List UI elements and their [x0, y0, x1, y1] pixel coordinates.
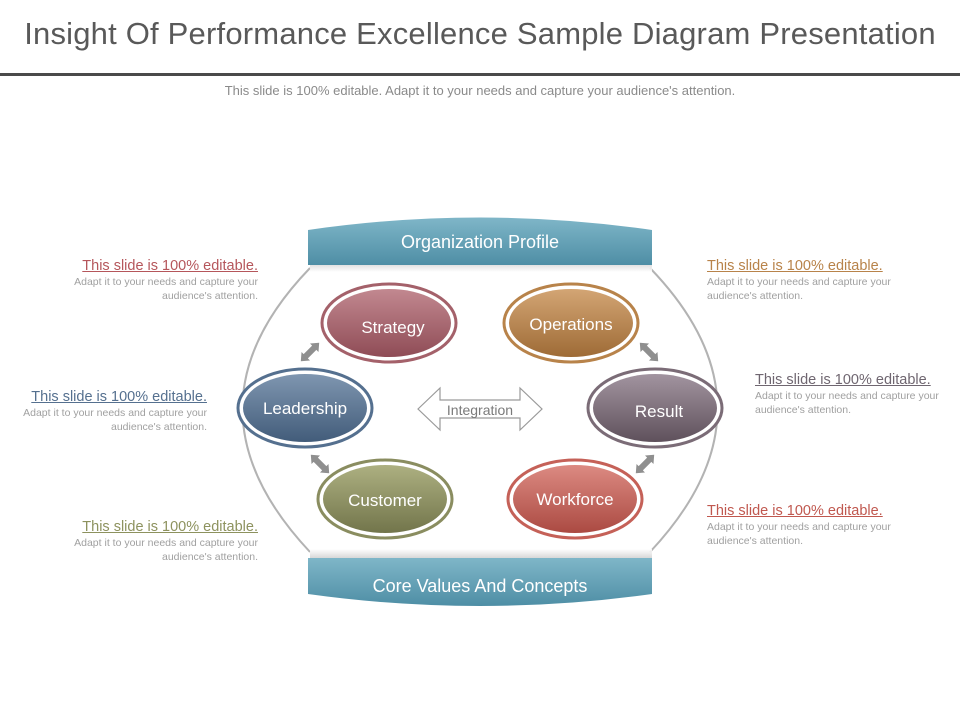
- note-left-top-body: Adapt it to your needs and capture your …: [74, 276, 258, 302]
- note-right-bottom-heading: This slide is 100% editable.: [707, 503, 883, 519]
- node-result-label: Result: [635, 402, 683, 421]
- slide-subtitle: This slide is 100% editable. Adapt it to…: [224, 83, 736, 98]
- note-right-mid: This slide is 100% editable. Adapt it to…: [755, 372, 955, 417]
- node-leadership: Leadership: [236, 367, 374, 449]
- note-right-mid-body: Adapt it to your needs and capture your …: [755, 390, 939, 416]
- note-left-top: This slide is 100% editable. Adapt it to…: [8, 258, 258, 303]
- note-right-mid-heading: This slide is 100% editable.: [755, 372, 931, 388]
- note-right-top-heading: This slide is 100% editable.: [707, 258, 883, 274]
- node-leadership-label: Leadership: [263, 399, 347, 418]
- note-left-mid-heading: This slide is 100% editable.: [31, 389, 207, 405]
- note-left-bottom-body: Adapt it to your needs and capture your …: [74, 537, 258, 563]
- bottom-banner-label: Core Values And Concepts: [373, 576, 588, 596]
- integration-label: Integration: [447, 402, 513, 418]
- node-customer: Customer: [316, 458, 454, 540]
- connector-strategy-leadership: [300, 342, 320, 362]
- node-operations-label: Operations: [529, 315, 612, 334]
- node-result: Result: [586, 367, 724, 449]
- note-left-mid-body: Adapt it to your needs and capture your …: [23, 407, 207, 433]
- integration-arrow: Integration: [417, 386, 543, 432]
- node-strategy: Strategy: [320, 282, 458, 364]
- note-left-bottom: This slide is 100% editable. Adapt it to…: [8, 519, 258, 564]
- note-right-top-body: Adapt it to your needs and capture your …: [707, 276, 891, 302]
- connector-result-workforce: [635, 454, 655, 474]
- top-banner: Organization Profile: [308, 217, 652, 272]
- node-workforce: Workforce: [506, 458, 644, 540]
- slide-title: Insight Of Performance Excellence Sample…: [24, 16, 936, 51]
- node-workforce-label: Workforce: [536, 490, 613, 509]
- connector-leadership-customer: [310, 454, 330, 474]
- title-divider: [0, 73, 960, 76]
- node-customer-label: Customer: [348, 491, 422, 510]
- note-left-bottom-heading: This slide is 100% editable.: [82, 519, 258, 535]
- node-strategy-label: Strategy: [361, 318, 425, 337]
- note-left-top-heading: This slide is 100% editable.: [82, 258, 258, 274]
- bottom-banner: Core Values And Concepts: [308, 549, 652, 606]
- note-right-top: This slide is 100% editable. Adapt it to…: [707, 258, 957, 303]
- node-operations: Operations: [502, 282, 640, 364]
- note-right-bottom-body: Adapt it to your needs and capture your …: [707, 521, 891, 547]
- note-left-mid: This slide is 100% editable. Adapt it to…: [0, 389, 207, 434]
- connector-operations-result: [639, 342, 659, 362]
- top-banner-label: Organization Profile: [401, 232, 559, 252]
- note-right-bottom: This slide is 100% editable. Adapt it to…: [707, 503, 957, 548]
